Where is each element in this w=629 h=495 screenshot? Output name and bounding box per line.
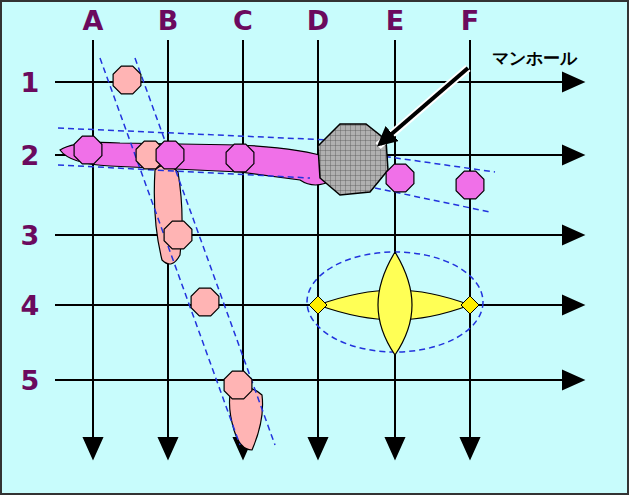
survey-point xyxy=(224,371,252,399)
survey-point xyxy=(191,288,219,316)
survey-point xyxy=(164,221,192,249)
row-label: 2 xyxy=(21,142,40,169)
manhole xyxy=(318,124,388,195)
column-label: A xyxy=(83,7,104,34)
grid-lines xyxy=(55,40,583,458)
survey-point xyxy=(74,136,102,164)
row-label: 3 xyxy=(21,222,40,249)
survey-points xyxy=(74,66,484,399)
column-label: C xyxy=(233,7,253,34)
survey-point xyxy=(113,66,141,94)
row-label: 5 xyxy=(21,367,40,394)
column-label: E xyxy=(386,7,404,34)
survey-point xyxy=(456,171,484,199)
leader-arrow xyxy=(380,68,468,144)
marker-diamond xyxy=(309,296,327,314)
leak-area xyxy=(378,252,412,355)
column-label: D xyxy=(307,7,329,34)
marker-diamond xyxy=(461,296,479,314)
survey-point xyxy=(226,144,254,172)
survey-point xyxy=(156,141,184,169)
row-label: 4 xyxy=(21,292,40,319)
row-label: 1 xyxy=(21,69,40,96)
column-label: B xyxy=(158,7,179,34)
column-label: F xyxy=(461,7,479,34)
manhole-callout: マンホール xyxy=(490,49,579,68)
range-boundary xyxy=(58,58,495,445)
survey-point xyxy=(386,164,414,192)
